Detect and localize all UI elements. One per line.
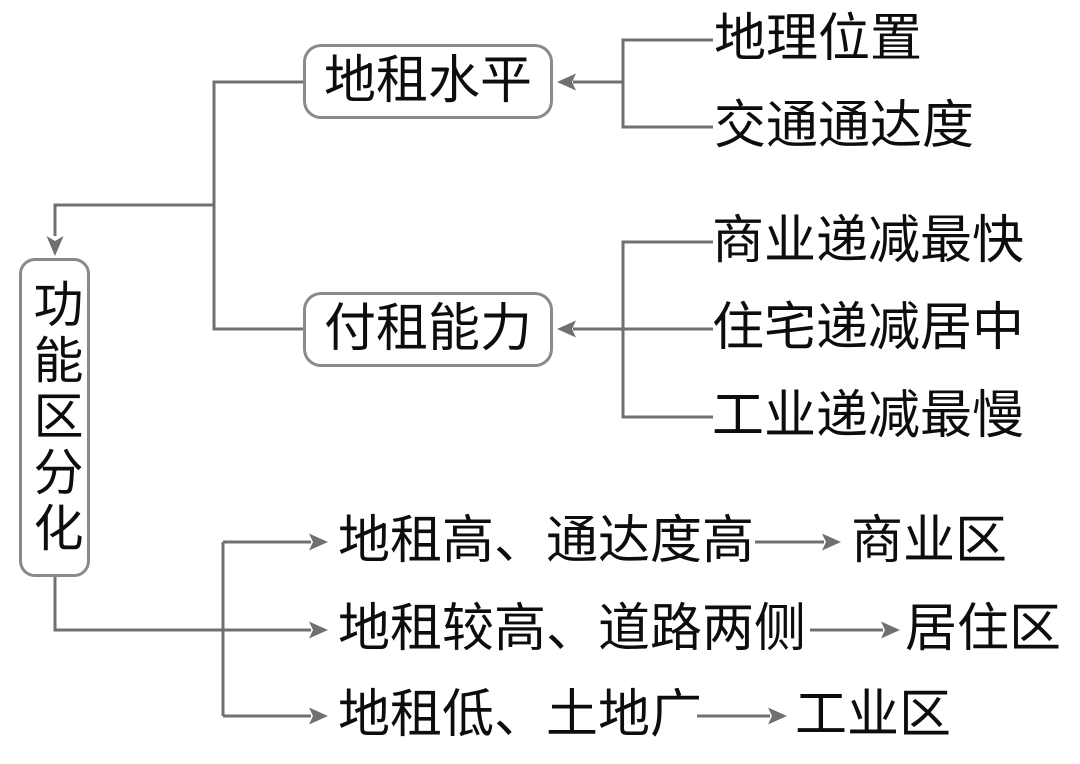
outcome-2-zone-residential: 居住区 [905,601,1062,658]
node-land-rent-level: 地租水平 [303,44,553,119]
arrowhead-left-to-rent-ability [557,320,576,338]
outcome-2-condition: 地租较高、道路两侧 [338,601,807,658]
arrowhead-right-outcome-2 [309,621,328,639]
arrowhead-right-zone-2 [881,621,900,639]
node-rent-paying-ability: 付租能力 [303,292,553,367]
arrowhead-right-zone-1 [822,533,841,551]
outcome-3-zone-industrial: 工业区 [795,687,952,744]
connector-rent-level-bracket [557,38,713,129]
factor-geographic-location: 地理位置 [714,11,923,68]
factor-residential-declines-middle: 住宅递减居中 [712,300,1025,357]
connector-trunk-left [46,80,303,331]
connector-outcomes [53,533,328,725]
outcome-1-zone-commercial: 商业区 [851,513,1008,570]
connector-rent-ability-bracket [557,240,713,419]
arrowhead-right-outcome-1 [309,533,328,551]
outcome-3-condition: 地租低、土地广 [338,687,703,744]
arrowhead-left-to-rent-level [557,73,576,91]
connector-zone-arrows [697,533,900,725]
node-label: 付租能力 [323,300,532,358]
factor-commerce-declines-fastest: 商业递减最快 [712,213,1025,270]
factor-traffic-accessibility: 交通通达度 [714,98,975,155]
node-label: 功能区分化 [26,277,83,558]
arrowhead-down-to-root [46,236,64,256]
node-label: 地租水平 [323,52,532,110]
arrowhead-right-outcome-3 [309,707,328,725]
arrowhead-right-zone-3 [768,707,787,725]
outcome-1-condition: 地租高、通达度高 [338,513,755,570]
node-functional-zone-differentiation: 功能区分化 [19,258,90,577]
factor-industry-declines-slowest: 工业递减最慢 [712,388,1025,445]
